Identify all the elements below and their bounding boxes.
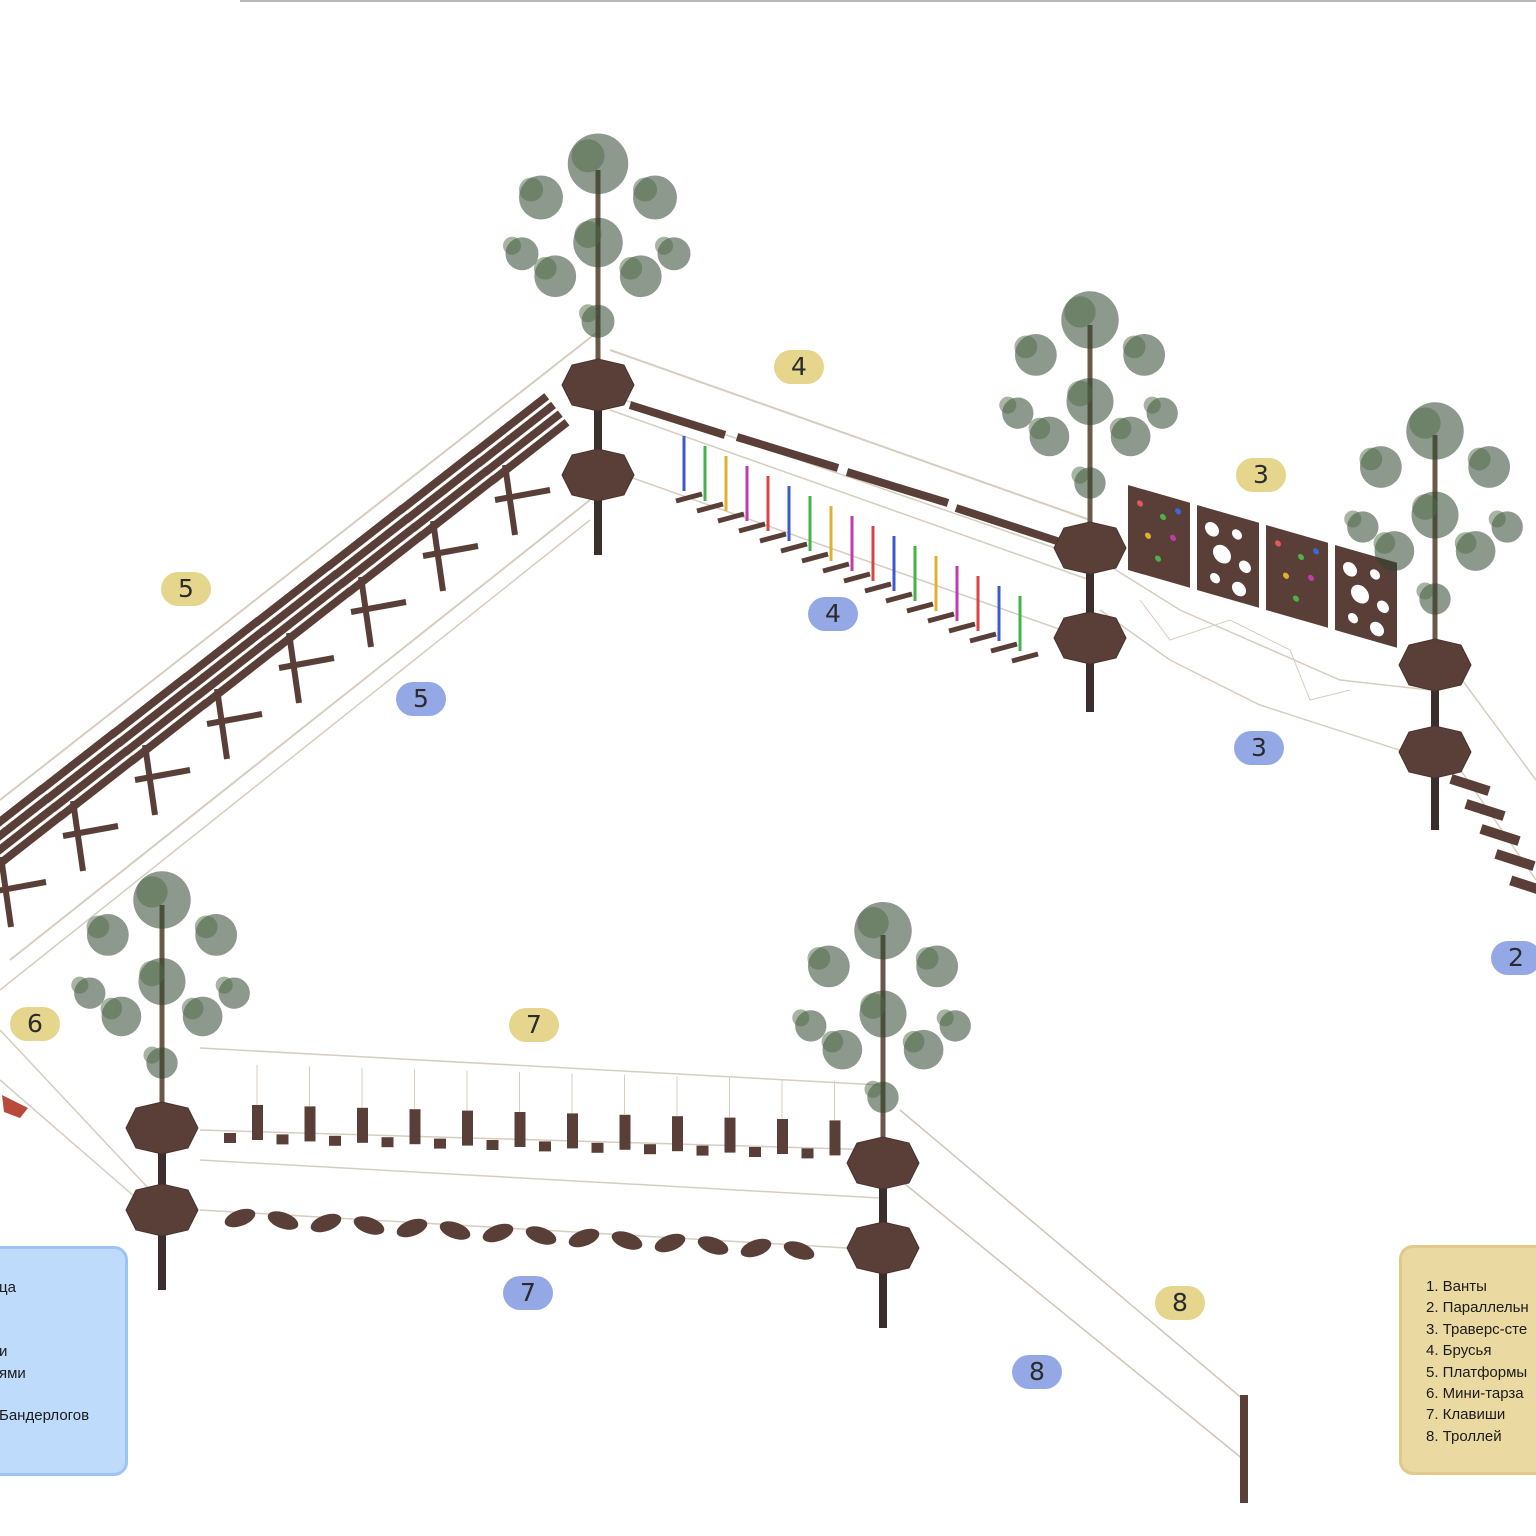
footprint-step (437, 1218, 473, 1244)
footprint-step (222, 1205, 258, 1231)
pine-tree (71, 871, 250, 1290)
traverse-panel (1197, 505, 1259, 608)
key-step (277, 1134, 289, 1144)
legend-blue-item: ца (0, 1279, 16, 1296)
key-step (487, 1140, 499, 1150)
bar-beam (630, 405, 725, 435)
key-step (592, 1143, 604, 1153)
bar-beam (956, 508, 1060, 542)
key-step (329, 1136, 341, 1146)
key-step (697, 1146, 709, 1156)
footprint-step (523, 1223, 559, 1249)
tree-platform (847, 1222, 919, 1274)
key-board (672, 1116, 683, 1151)
legend-yellow-item: 2. Параллельн (1426, 1299, 1529, 1316)
key-step (224, 1133, 236, 1143)
tree-platform (562, 359, 634, 411)
badge-yellow-7: 7 (509, 1008, 559, 1042)
footprint-step (695, 1233, 731, 1259)
footprint-step (480, 1220, 516, 1246)
badge-yellow-5: 5 (161, 572, 211, 606)
tree-platform (847, 1137, 919, 1189)
station-5-platforms-bridge (0, 330, 600, 990)
badge-yellow-4: 4 (774, 350, 824, 384)
footprint-step (265, 1208, 301, 1234)
footprint-step (566, 1225, 602, 1251)
legend-blue-item: Бандерлогов (0, 1407, 89, 1424)
key-board (620, 1115, 631, 1150)
badge-blue-4: 4 (808, 597, 858, 631)
badge-blue-7: 7 (503, 1276, 553, 1310)
key-step (802, 1148, 814, 1158)
badge-blue-8: 8 (1012, 1355, 1062, 1389)
bar-beam (847, 472, 948, 503)
tree-platform (562, 449, 634, 501)
tree-platform (126, 1184, 198, 1236)
key-board (567, 1113, 578, 1148)
badge-yellow-6: 6 (10, 1007, 60, 1041)
legend-blue-item: ями (0, 1365, 26, 1382)
key-step (749, 1147, 761, 1157)
station-3-traverse-wall (1100, 485, 1430, 760)
footprint-step (738, 1235, 774, 1261)
footprint-step (781, 1238, 817, 1264)
legend-blue: ца и ями Бандерлогов (0, 1246, 128, 1476)
key-board (515, 1112, 526, 1147)
traverse-panel (1128, 485, 1190, 588)
badge-blue-2: 2 (1491, 941, 1536, 975)
legend-yellow-item: 4. Брусья (1426, 1342, 1491, 1359)
badge-blue-3: 3 (1234, 731, 1284, 765)
key-board (777, 1119, 788, 1154)
legend-yellow-item: 8. Троллей (1426, 1428, 1502, 1445)
legend-yellow-item: 7. Клавиши (1426, 1406, 1505, 1423)
traverse-panel (1266, 525, 1328, 628)
badge-yellow-8: 8 (1155, 1286, 1205, 1320)
key-step (434, 1139, 446, 1149)
footprint-step (609, 1228, 645, 1254)
legend-yellow-item: 5. Платформы (1426, 1364, 1527, 1381)
key-board (305, 1106, 316, 1141)
key-board (252, 1105, 263, 1140)
badge-yellow-3: 3 (1236, 458, 1286, 492)
badge-blue-5: 5 (396, 682, 446, 716)
key-step (382, 1137, 394, 1147)
key-step (539, 1141, 551, 1151)
tree-platform (1054, 612, 1126, 664)
pine-tree (792, 902, 971, 1328)
footprint-step (394, 1215, 430, 1241)
tree-platform (1399, 639, 1471, 691)
key-board (725, 1118, 736, 1153)
key-board (830, 1120, 841, 1155)
key-board (462, 1111, 473, 1146)
key-step (644, 1144, 656, 1154)
station-7-keys (200, 1048, 880, 1263)
legend-yellow-item: 6. Мини-тарза (1426, 1385, 1524, 1402)
station-6-mini-tarzan (0, 1030, 150, 1210)
platform-plank-group (0, 785, 66, 876)
key-board (410, 1109, 421, 1144)
footprint-step (652, 1230, 688, 1256)
bar-beam (737, 437, 838, 468)
tree-platform (1054, 522, 1126, 574)
legend-yellow-item: 3. Траверс-сте (1426, 1321, 1527, 1338)
footprint-step (308, 1210, 344, 1236)
footprint-step (351, 1213, 387, 1239)
legend-yellow: 1. Ванты 2. Параллельн 3. Траверс-сте 4.… (1399, 1245, 1536, 1475)
tree-platform (1399, 726, 1471, 778)
legend-blue-item: и (0, 1343, 7, 1360)
legend-yellow-item: 1. Ванты (1426, 1278, 1487, 1295)
key-board (357, 1108, 368, 1143)
tree-platform (126, 1102, 198, 1154)
